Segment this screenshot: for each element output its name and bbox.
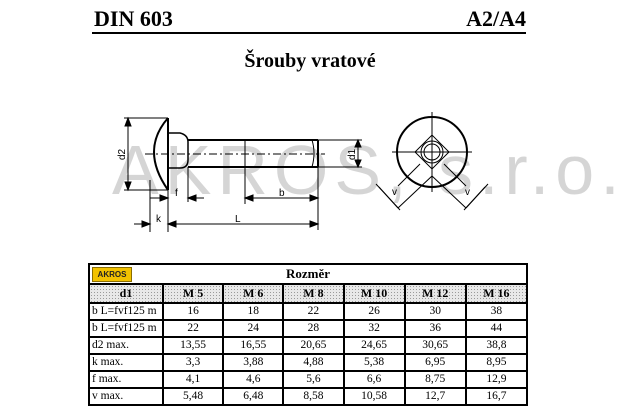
cell: 5,6 <box>282 370 345 389</box>
col-header: d1 <box>88 283 164 304</box>
cell: 22 <box>161 319 225 338</box>
col-header: M 16 <box>464 283 529 304</box>
col-header: M 6 <box>222 283 285 304</box>
row-label: b L=fvf125 m <box>88 319 164 338</box>
cell: 30,65 <box>403 336 467 355</box>
akros-logo: AKROS <box>92 267 132 282</box>
row-label: d2 max. <box>88 336 164 355</box>
label-k: k <box>156 214 162 225</box>
cell: 30 <box>403 302 467 321</box>
row-label: f max. <box>88 370 164 389</box>
col-header: M 8 <box>282 283 345 304</box>
cell: 22 <box>282 302 345 321</box>
cell: 16 <box>161 302 225 321</box>
header-material: A2/A4 <box>466 6 526 31</box>
cell: 10,58 <box>342 387 406 406</box>
cell: 20,65 <box>282 336 345 355</box>
table-row: d2 max. 13,55 16,55 20,65 24,65 30,65 38… <box>88 336 529 355</box>
cell: 38,8 <box>464 336 529 355</box>
cell: 38 <box>464 302 529 321</box>
cell: 8,58 <box>282 387 345 406</box>
cell: 16,7 <box>464 387 529 406</box>
col-header: M 10 <box>342 283 406 304</box>
table-row: k max. 3,3 3,88 4,88 5,38 6,95 8,95 <box>88 353 529 372</box>
header-standard: DIN 603 <box>94 6 173 31</box>
label-f: f <box>175 188 178 199</box>
row-label: k max. <box>88 353 164 372</box>
cell: 8,95 <box>464 353 529 372</box>
cell: 44 <box>464 319 529 338</box>
cell: 24 <box>222 319 285 338</box>
label-v-right: v <box>465 187 470 198</box>
cell: 8,75 <box>403 370 467 389</box>
row-label: v max. <box>88 387 164 406</box>
label-d2: d2 <box>117 148 128 160</box>
label-b: b <box>279 188 285 199</box>
table-row: f max. 4,1 4,6 5,6 6,6 8,75 12,9 <box>88 370 529 389</box>
carriage-bolt-drawing: d2 f b k L d1 v v <box>117 112 489 232</box>
page-title: Šrouby vratové <box>244 50 376 72</box>
cell: 36 <box>403 319 467 338</box>
col-header: M 5 <box>161 283 225 304</box>
cell: 4,6 <box>222 370 285 389</box>
label-L: L <box>235 214 241 225</box>
column-header-row: d1 M 5 M 6 M 8 M 10 M 12 M 16 <box>88 283 529 304</box>
cell: 13,55 <box>161 336 225 355</box>
cell: 3,88 <box>222 353 285 372</box>
cell: 26 <box>342 302 406 321</box>
cell: 4,1 <box>161 370 225 389</box>
cell: 5,48 <box>161 387 225 406</box>
cell: 6,48 <box>222 387 285 406</box>
cell: 24,65 <box>342 336 406 355</box>
cell: 16,55 <box>222 336 285 355</box>
watermark: AKROS, s.r.o. <box>112 131 626 209</box>
header-rule <box>92 32 526 34</box>
table-row: b L=fvf125 m 16 18 22 26 30 38 <box>88 302 529 321</box>
table-row: b L=fvf125 m 22 24 28 32 36 44 <box>88 319 529 338</box>
cell: 5,38 <box>342 353 406 372</box>
row-label: b L=fvf125 m <box>88 302 164 321</box>
cell: 12,9 <box>464 370 529 389</box>
col-header: M 12 <box>403 283 467 304</box>
cell: 32 <box>342 319 406 338</box>
table-row: v max. 5,48 6,48 8,58 10,58 12,7 16,7 <box>88 387 529 406</box>
cell: 18 <box>222 302 285 321</box>
table-caption: Rozměr <box>285 266 331 281</box>
table-caption-cell: AKROS Rozměr <box>88 263 528 285</box>
cell: 28 <box>282 319 345 338</box>
label-v-left: v <box>392 187 397 198</box>
dimensions-table: AKROS Rozměr d1 M 5 M 6 M 8 M 10 M 12 M … <box>88 263 529 406</box>
label-d1: d1 <box>347 148 358 160</box>
cell: 4,88 <box>282 353 345 372</box>
cell: 12,7 <box>403 387 467 406</box>
cell: 3,3 <box>161 353 225 372</box>
cell: 6,6 <box>342 370 406 389</box>
cell: 6,95 <box>403 353 467 372</box>
